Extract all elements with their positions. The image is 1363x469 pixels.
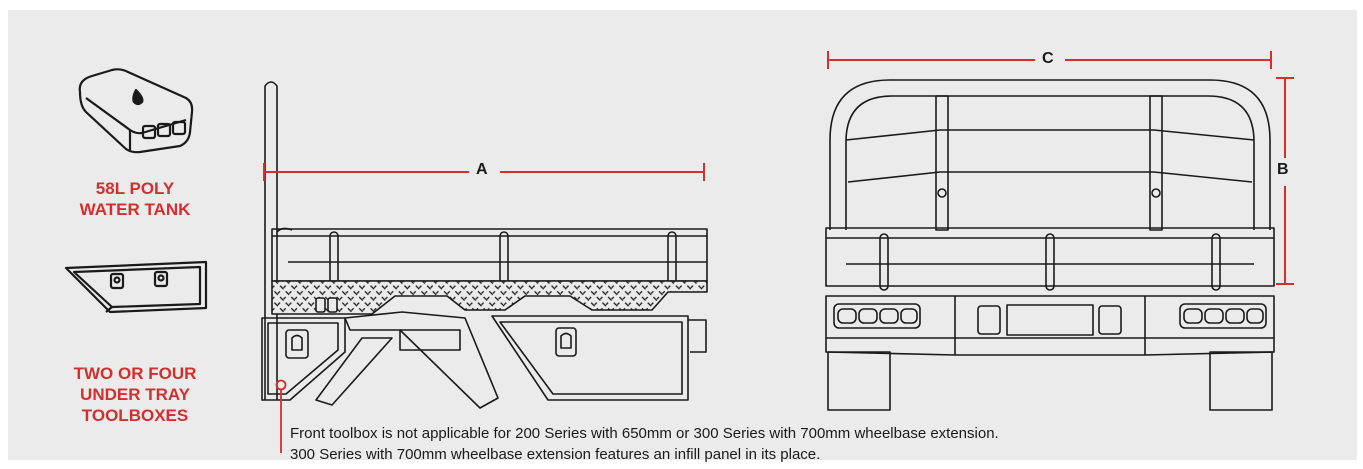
toolbox-label-line1: TWO OR FOUR <box>73 364 197 383</box>
water-tank-icon <box>78 68 194 154</box>
dimension-b-label: B <box>1273 161 1293 179</box>
water-tank-label-line1: 58L POLY <box>95 179 175 198</box>
dimension-b <box>1276 77 1294 285</box>
footnote-line1: Front toolbox is not applicable for 200 … <box>290 425 999 442</box>
dimension-c-label: C <box>1038 50 1058 68</box>
toolbox-icon <box>64 260 208 314</box>
dimension-c <box>827 51 1272 69</box>
footnote-line2: 300 Series with 700mm wheelbase extensio… <box>290 446 821 463</box>
footnote: Front toolbox is not applicable for 200 … <box>290 423 999 465</box>
water-tank-label: 58L POLY WATER TANK <box>60 178 210 220</box>
water-tank-label-line2: WATER TANK <box>79 200 191 219</box>
dimension-a <box>263 163 705 181</box>
tray-rear-view <box>825 51 1294 411</box>
toolbox-label: TWO OR FOUR UNDER TRAY TOOLBOXES <box>50 363 220 426</box>
dimension-a-label: A <box>472 161 492 179</box>
footnote-pointer <box>275 379 287 453</box>
toolbox-label-line3: TOOLBOXES <box>81 406 189 425</box>
toolbox-label-line2: UNDER TRAY <box>80 385 190 404</box>
tray-side-view <box>261 81 708 409</box>
